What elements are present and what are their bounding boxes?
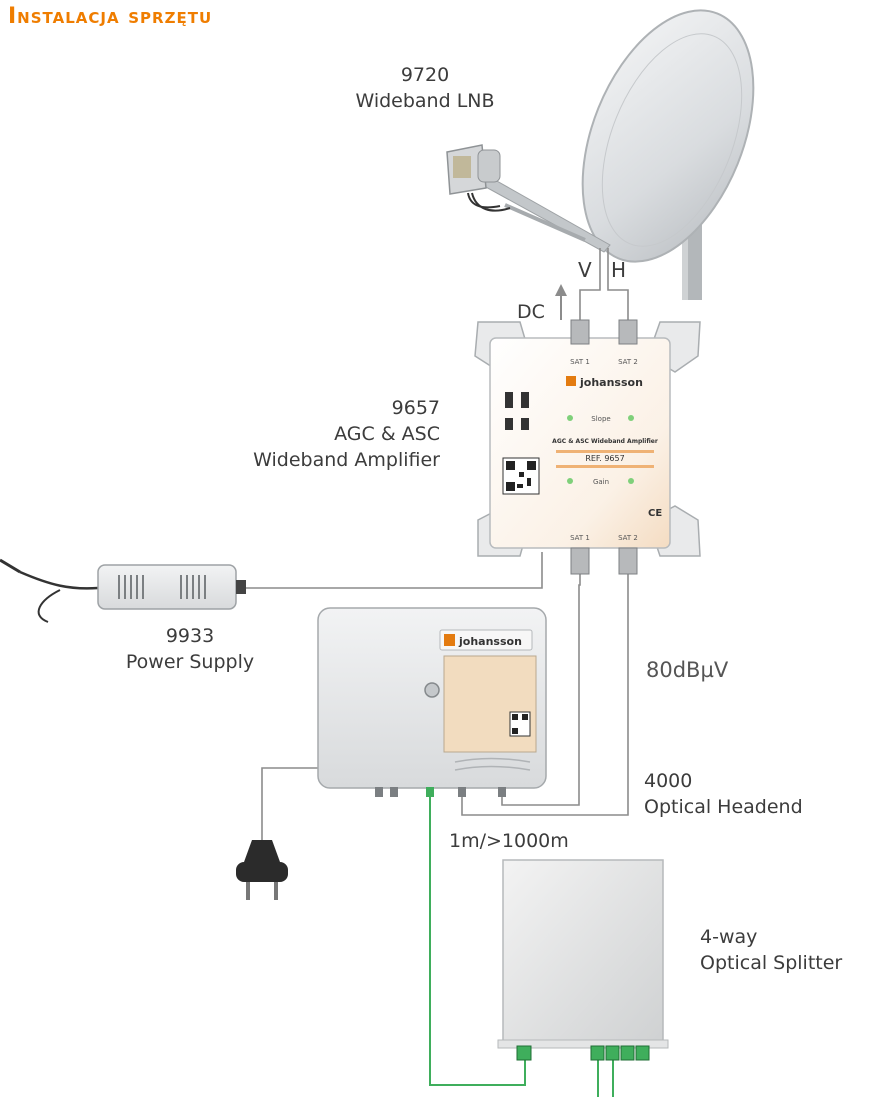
optical-headend-4000: johansson xyxy=(317,607,547,797)
power-supply-9933 xyxy=(0,558,246,623)
optical-splitter xyxy=(497,859,669,1061)
ce-mark-icon: CE xyxy=(648,508,662,519)
optical-port xyxy=(620,1045,635,1061)
port-label: SAT 2 xyxy=(618,534,638,542)
amplifier-name-line2: Wideband Amplifier xyxy=(253,449,440,471)
optical-port xyxy=(516,1045,532,1061)
dc-label: DC xyxy=(517,301,545,323)
port-label: SAT 1 xyxy=(570,534,590,542)
optical-port xyxy=(590,1045,605,1061)
qr-code xyxy=(502,457,540,495)
led-indicator xyxy=(567,478,573,484)
brand-logo-icon xyxy=(566,376,576,386)
headend-label-panel xyxy=(443,655,537,753)
satellite-dish xyxy=(483,9,755,300)
lnb-label: 9720 Wideband LNB xyxy=(330,62,520,114)
headend-key-icon xyxy=(424,682,440,698)
dish-reflector xyxy=(581,9,755,263)
lnb-name: Wideband LNB xyxy=(355,90,495,112)
amplifier-brand: johansson xyxy=(579,376,643,389)
headend-label: 4000 Optical Headend xyxy=(644,768,803,820)
fiber-cables xyxy=(429,790,614,1097)
optical-port xyxy=(605,1045,620,1061)
led-indicator xyxy=(567,415,573,421)
power-supply-name: Power Supply xyxy=(125,651,255,673)
lnb-model: 9720 xyxy=(400,64,450,86)
dip-switch xyxy=(505,392,513,408)
headend-brand: johansson xyxy=(458,635,522,648)
splitter-name-line1: 4-way xyxy=(700,926,758,948)
amplifier-9657: SAT 1 SAT 2 SAT 1 SAT 2 johansson Slope … xyxy=(474,319,701,575)
amplifier-name-line1: AGC & ASC xyxy=(334,423,440,445)
panel-title: AGC & ASC Wideband Amplifier xyxy=(552,438,658,445)
signal-level-label: 80dBµV xyxy=(646,658,729,682)
port-label: SAT 2 xyxy=(618,358,638,366)
fiber-length-label: 1m/>1000m xyxy=(449,830,569,852)
polarity-h: H xyxy=(611,258,627,282)
splitter-body xyxy=(502,859,664,1046)
amplifier-label: 9657 AGC & ASC Wideband Amplifier xyxy=(200,395,440,473)
f-connector xyxy=(618,547,638,575)
f-connector xyxy=(570,547,590,575)
optical-port xyxy=(635,1045,650,1061)
dip-switch xyxy=(505,418,513,430)
dip-switch xyxy=(521,392,529,408)
led-indicator xyxy=(628,478,634,484)
gain-label: Gain xyxy=(593,478,609,486)
optical-port xyxy=(426,787,434,797)
splitter-label: 4-way Optical Splitter xyxy=(700,924,842,976)
dip-switch xyxy=(521,418,529,430)
led-indicator xyxy=(628,415,634,421)
f-connector xyxy=(618,319,638,345)
headend-name: Optical Headend xyxy=(644,796,803,818)
page-title: Instalacja sprzętu xyxy=(8,4,213,29)
amplifier-model: 9657 xyxy=(391,397,440,419)
power-supply-label: 9933 Power Supply xyxy=(70,623,310,675)
f-connector xyxy=(570,319,590,345)
coax-cables xyxy=(245,248,629,840)
mains-plug-icon xyxy=(236,840,288,900)
polarity-v: V xyxy=(578,258,592,282)
splitter-name-line2: Optical Splitter xyxy=(700,952,843,974)
power-supply-model: 9933 xyxy=(165,625,215,647)
dc-arrow xyxy=(555,284,567,320)
lnb-device xyxy=(446,144,511,212)
panel-ref: REF. 9657 xyxy=(585,454,624,463)
port-label: SAT 1 xyxy=(570,358,590,366)
slope-label: Slope xyxy=(591,415,610,423)
headend-model: 4000 xyxy=(644,770,693,792)
brand-logo-icon xyxy=(444,634,455,646)
